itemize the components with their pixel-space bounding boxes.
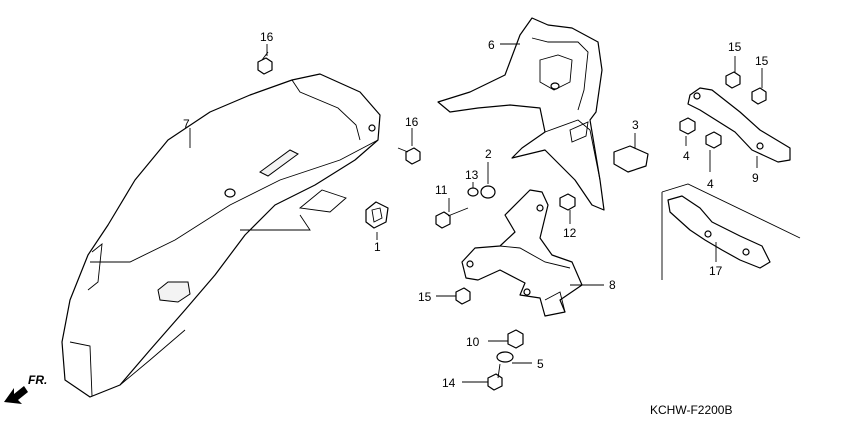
- callout-4b: 4: [707, 177, 714, 191]
- callout-3: 3: [632, 118, 639, 132]
- direction-label: FR.: [28, 373, 47, 387]
- callout-8: 8: [609, 278, 616, 292]
- diagram-code: KCHW-F2200B: [650, 403, 732, 417]
- callout-11: 11: [435, 183, 448, 197]
- bolt-15-a: [725, 71, 741, 89]
- nut-a: [679, 117, 696, 135]
- callout-17: 17: [709, 264, 723, 278]
- bolt-11: [435, 211, 451, 229]
- callout-2: 2: [485, 147, 492, 161]
- collar: [480, 185, 496, 199]
- grommet: [365, 201, 389, 229]
- plate-bracket: [687, 87, 791, 163]
- bolt-center: [405, 147, 421, 165]
- callout-1: 1: [374, 240, 381, 254]
- bolt-14: [487, 373, 503, 391]
- bolt-15-b: [751, 87, 767, 105]
- callout-12: 12: [563, 226, 577, 240]
- leader-lines: [189, 43, 763, 383]
- callout-16b: 16: [405, 115, 419, 129]
- callout-15c: 15: [418, 290, 432, 304]
- callout-7: 7: [183, 117, 190, 131]
- callouts: 1 2 3 4 4 5 6 7 8 9 10 11 12 13 14 15 15…: [183, 30, 769, 390]
- nut-12: [559, 193, 576, 211]
- nut-b: [705, 131, 722, 149]
- callout-15b: 15: [755, 54, 769, 68]
- direction-arrow: FR.: [4, 373, 47, 404]
- rear-fender: [61, 73, 381, 398]
- callout-5: 5: [537, 357, 544, 371]
- washer: [467, 187, 479, 197]
- callout-13: 13: [465, 168, 479, 182]
- bolt-15-c: [455, 287, 471, 305]
- mounting-bracket: [461, 189, 583, 317]
- callout-10: 10: [466, 335, 480, 349]
- callout-14: 14: [442, 376, 456, 390]
- callout-6: 6: [488, 38, 495, 52]
- callout-9: 9: [752, 171, 759, 185]
- license-bracket: [437, 17, 605, 211]
- rubber-cushion: [613, 145, 649, 173]
- inset-detail: [661, 183, 801, 280]
- collar-5: [496, 351, 514, 363]
- nut-10: [507, 329, 524, 349]
- small-parts: [257, 51, 767, 391]
- callout-4a: 4: [683, 149, 690, 163]
- callout-16a: 16: [260, 30, 274, 44]
- direction-arrow-icon: [4, 386, 28, 404]
- callout-15a: 15: [728, 40, 742, 54]
- bolt-upper-left: [257, 57, 273, 75]
